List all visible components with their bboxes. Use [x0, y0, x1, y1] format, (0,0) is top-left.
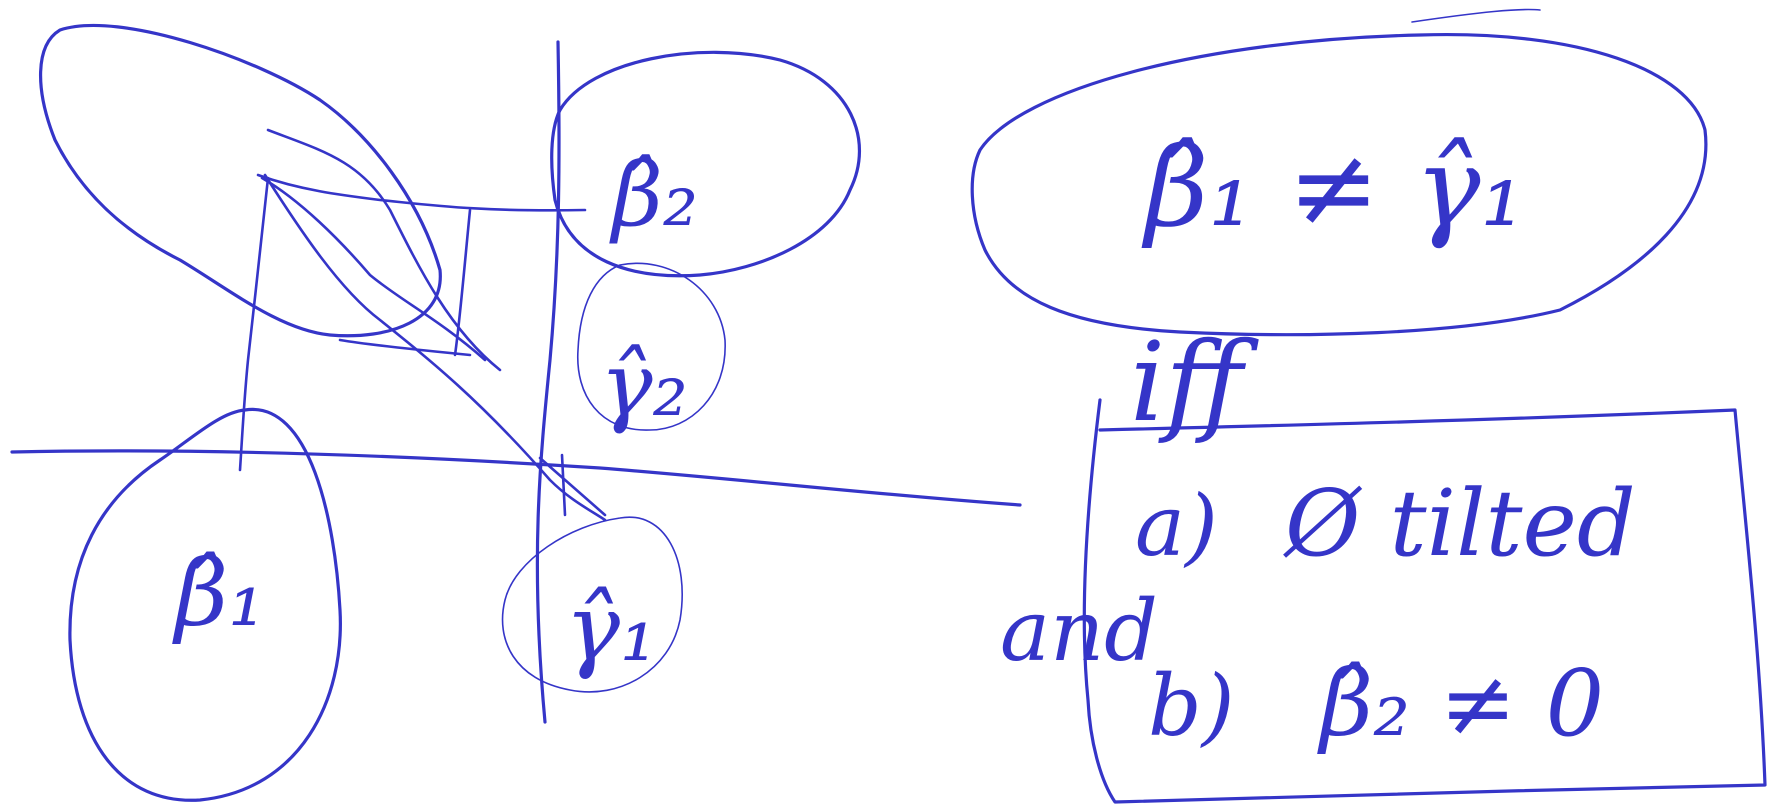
vertical-axis	[535, 40, 561, 724]
inner-line-2	[256, 173, 587, 212]
condition-b-text: β̂₂ ≠ 0	[1317, 650, 1604, 757]
inner-line-1	[266, 128, 502, 372]
inner-line-5	[453, 208, 472, 357]
left-vertical-stroke	[238, 176, 270, 472]
tilted-ellipse-large	[39, 23, 442, 338]
inner-line-4	[338, 338, 472, 357]
beta2-enclosure	[550, 50, 861, 278]
inequality-enclosure-tail	[1411, 8, 1541, 23]
beta2-hat-label: β̂₂	[609, 143, 698, 246]
beta1-enclosure	[68, 407, 342, 802]
inequality-enclosure	[970, 32, 1708, 337]
axis-tick-2	[538, 456, 607, 517]
inner-line-6	[263, 173, 607, 522]
gamma2-enclosure	[577, 262, 726, 431]
iff-text: iff	[1130, 318, 1259, 446]
condition-a-marker: a)	[1135, 477, 1218, 575]
conditions-box	[1082, 398, 1767, 804]
inequality-text: β̂₁ ≠ γ̂₁	[1141, 123, 1525, 251]
condition-b-marker: b)	[1148, 657, 1235, 755]
left-diagram	[10, 23, 1022, 802]
inner-line-3	[260, 176, 487, 362]
gamma1-enclosure	[501, 516, 683, 693]
gamma1-hat-label: γ̂₁	[565, 575, 657, 682]
beta1-hat-label: β̂₁	[172, 540, 265, 647]
gamma2-hat-label: γ̂₂	[600, 333, 688, 436]
condition-a-text: Ø tilted	[1283, 470, 1636, 577]
axis-tick-1	[560, 453, 567, 517]
and-text: and	[1000, 582, 1158, 680]
horizontal-axis	[10, 449, 1022, 507]
right-notes	[970, 8, 1767, 804]
